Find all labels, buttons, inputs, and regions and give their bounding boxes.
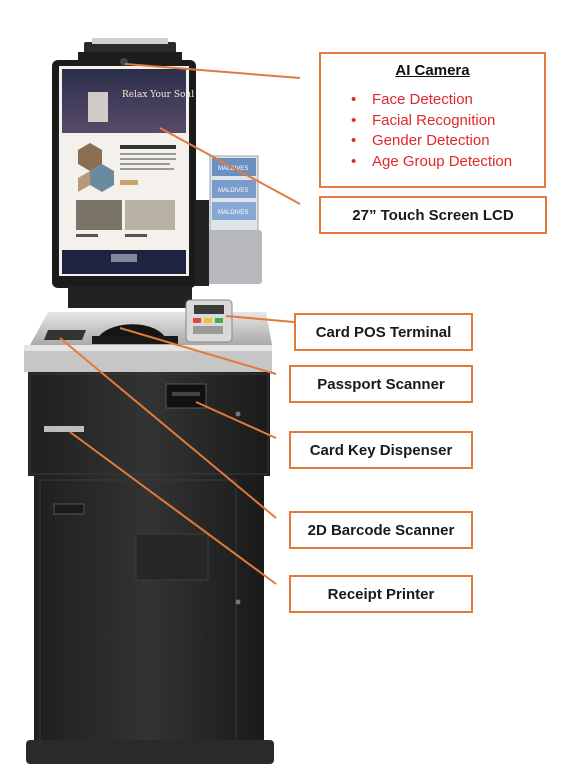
touch-screen-callout: 27” Touch Screen LCD xyxy=(319,196,547,234)
brochure-label: MALDIVES xyxy=(218,210,248,216)
screen-headline: Relax Your Soul xyxy=(122,90,194,100)
feature-face-detection: Face Detection xyxy=(351,90,512,111)
leader-line-card-key-dispenser xyxy=(195,401,277,439)
receipt-printer-callout: Receipt Printer xyxy=(289,575,473,613)
leader-line-touch-screen xyxy=(159,127,301,205)
feature-facial-recognition: Facial Recognition xyxy=(351,111,512,132)
kiosk-upper-cabinet xyxy=(28,372,270,476)
leader-line-passport-scanner xyxy=(119,327,277,375)
card-pos-callout: Card POS Terminal xyxy=(294,313,473,351)
passport-scanner-callout: Passport Scanner xyxy=(289,365,473,403)
ai-camera-title: AI Camera xyxy=(395,62,470,79)
touch-screen-lcd: Relax Your Soul xyxy=(52,58,196,288)
card-pos-terminal xyxy=(185,299,233,343)
barcode-scanner-callout: 2D Barcode Scanner xyxy=(289,511,473,549)
leader-line-ai-camera xyxy=(124,63,301,79)
ai-camera-bar xyxy=(78,38,182,62)
feature-gender-detection: Gender Detection xyxy=(351,131,512,152)
brochure-holder: MALDIVES MALDIVES MALDIVES xyxy=(195,155,262,286)
kiosk-top-deck xyxy=(24,312,272,372)
receipt-printer-slot xyxy=(44,426,84,432)
barcode-scanner-window xyxy=(44,330,86,340)
feature-age-group-detection: Age Group Detection xyxy=(351,152,512,173)
leader-line-receipt-printer xyxy=(69,431,277,585)
leader-lines xyxy=(59,63,301,585)
brochure-label: MALDIVES xyxy=(218,166,248,172)
kiosk-lower-cabinet xyxy=(26,476,274,764)
screen-neck xyxy=(68,286,192,308)
leader-line-barcode-scanner xyxy=(59,337,277,519)
brochure-label: MALDIVES xyxy=(218,188,248,194)
ai-camera-callout: AI Camera Face Detection Facial Recognit… xyxy=(319,52,546,188)
ai-camera-feature-list: Face Detection Facial Recognition Gender… xyxy=(351,90,512,172)
card-key-dispenser-callout: Card Key Dispenser xyxy=(289,431,473,469)
leader-line-card-pos xyxy=(225,315,295,323)
